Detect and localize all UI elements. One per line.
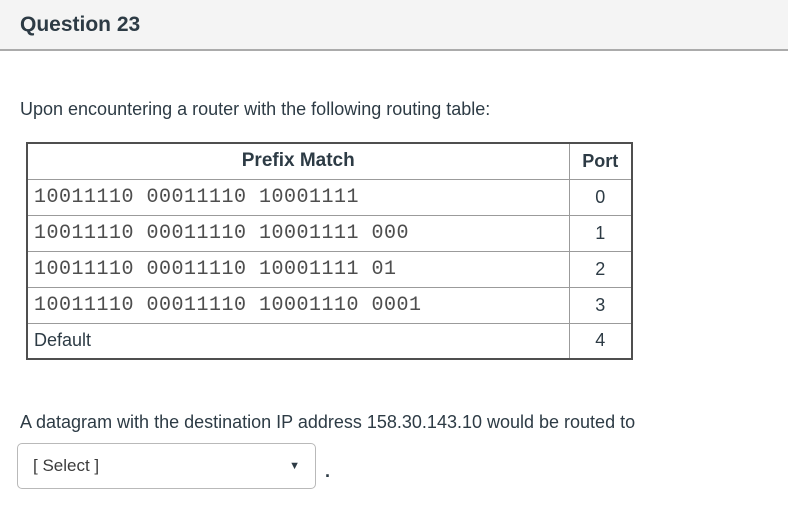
caret-down-icon: ▼: [289, 459, 300, 472]
question-header: Question 23: [0, 0, 788, 51]
select-value: [ Select ]: [33, 456, 100, 475]
port-cell: 0: [568, 178, 633, 216]
col-header-prefix-match: Prefix Match: [26, 142, 570, 180]
question-title: Question 23: [20, 12, 141, 36]
port-cell: 1: [568, 214, 633, 252]
table-row: 10011110 00011110 10001111 000 1: [26, 214, 633, 252]
table-row: 10011110 00011110 10001111 01 2: [26, 250, 633, 288]
prefix-cell: 10011110 00011110 10001111 01: [26, 250, 570, 288]
answer-select[interactable]: [ Select ] ▼: [17, 443, 316, 489]
prefix-cell: 10011110 00011110 10001111: [26, 178, 570, 216]
col-header-port: Port: [568, 142, 633, 180]
question-body: Upon encountering a router with the foll…: [0, 98, 788, 489]
routing-table: Prefix Match Port 10011110 00011110 1000…: [26, 142, 633, 360]
table-row: Default 4: [26, 322, 633, 360]
prefix-cell: 10011110 00011110 10001110 0001: [26, 286, 570, 324]
question-intro: Upon encountering a router with the foll…: [20, 99, 491, 119]
answer-row: [ Select ] ▼ .: [17, 443, 768, 489]
port-cell: 2: [568, 250, 633, 288]
port-cell: 3: [568, 286, 633, 324]
prefix-cell: 10011110 00011110 10001111 000: [26, 214, 570, 252]
sentence-period: .: [325, 461, 331, 481]
port-cell: 4: [568, 322, 633, 360]
table-row: 10011110 00011110 10001111 0: [26, 178, 633, 216]
prefix-cell-default: Default: [26, 322, 570, 360]
table-row: 10011110 00011110 10001110 0001 3: [26, 286, 633, 324]
table-header-row: Prefix Match Port: [26, 142, 633, 180]
question-prompt: A datagram with the destination IP addre…: [20, 412, 636, 432]
